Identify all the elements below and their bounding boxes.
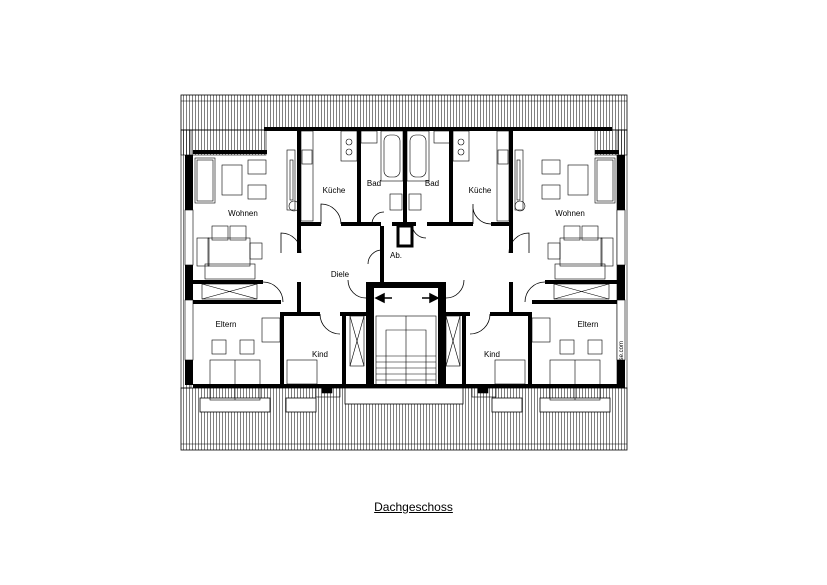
room-label-wohnen-right: Wohnen [555, 209, 585, 218]
room-label-wohnen-left: Wohnen [228, 209, 258, 218]
furniture-bedrooms [209, 317, 603, 401]
room-label-bad-right: Bad [425, 179, 439, 188]
stairs [375, 315, 437, 387]
room-label-diele: Diele [331, 270, 350, 279]
interior-walls [193, 127, 617, 388]
watermark: grundrisse.com [619, 341, 625, 382]
kitchen-bath-fixtures [300, 130, 510, 222]
furniture-right-living [514, 149, 616, 280]
furniture-left-living [194, 149, 300, 280]
room-label-eltern-left: Eltern [216, 320, 237, 329]
arrow-icon [374, 292, 440, 304]
doors [262, 203, 546, 335]
windows [184, 209, 626, 361]
room-label-kueche-right: Küche [469, 186, 492, 195]
room-label-kind-left: Kind [312, 350, 328, 359]
storage-boxes [201, 283, 610, 367]
room-label-bad-left: Bad [367, 179, 381, 188]
floor-title: Dachgeschoss [374, 500, 453, 514]
room-label-kind-right: Kind [484, 350, 500, 359]
room-label-abstell: Ab. [390, 251, 402, 260]
room-labels: Wohnen Küche Bad Bad Küche Wohnen Diele … [216, 179, 599, 359]
room-label-kueche-left: Küche [323, 186, 346, 195]
room-label-eltern-right: Eltern [578, 320, 599, 329]
